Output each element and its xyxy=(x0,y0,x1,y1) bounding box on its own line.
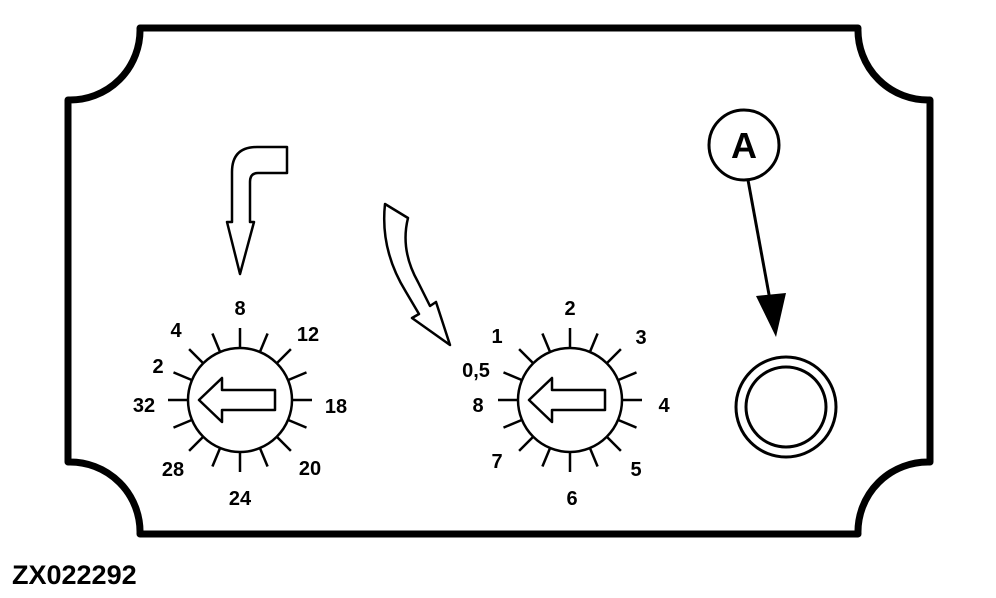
callout-a: A xyxy=(707,108,786,337)
left-dial[interactable]: 8 12 18 20 24 28 32 2 4 xyxy=(133,298,347,510)
right-dial-label: 2 xyxy=(564,298,575,320)
callout-leader-line xyxy=(746,179,772,301)
left-dial-arrow-icon xyxy=(197,376,277,424)
right-dial-label: 5 xyxy=(630,459,641,481)
left-dial-tick xyxy=(287,418,307,429)
callout-arrowhead-icon xyxy=(756,293,786,337)
left-dial-labels: 8 12 18 20 24 28 32 2 4 xyxy=(133,298,347,510)
right-dial-tick xyxy=(605,348,622,365)
right-dial-tick xyxy=(503,371,523,382)
callout-circle xyxy=(707,108,781,182)
left-dial-label: 24 xyxy=(229,488,252,510)
right-dial-label: 8 xyxy=(472,395,483,417)
right-dial-label: 3 xyxy=(635,327,646,349)
right-dial-ticks xyxy=(498,328,642,472)
left-dial-label: 2 xyxy=(152,356,163,378)
right-dial-tick xyxy=(588,333,599,353)
right-dial-tick xyxy=(541,447,552,467)
left-dial-tick xyxy=(211,447,222,467)
callout-label: A xyxy=(731,125,757,166)
right-dial-label: 7 xyxy=(491,451,502,473)
left-dial-label: 32 xyxy=(133,395,155,417)
right-dial[interactable]: 2 3 4 5 6 7 8 0,5 1 xyxy=(462,298,670,510)
left-dial-tick xyxy=(211,333,222,353)
left-dial-label: 18 xyxy=(325,396,347,418)
right-dial-labels: 2 3 4 5 6 7 8 0,5 1 xyxy=(462,298,670,510)
right-dial-tick xyxy=(617,371,637,382)
figure-id: ZX022292 xyxy=(12,560,137,590)
right-curved-arrow-icon xyxy=(382,202,452,347)
right-dial-label: 6 xyxy=(566,488,577,510)
right-dial-tick xyxy=(605,435,622,452)
left-dial-tick xyxy=(173,371,193,382)
right-dial-label: 0,5 xyxy=(462,360,490,382)
left-dial-label: 12 xyxy=(297,324,319,346)
left-dial-tick xyxy=(258,333,269,353)
left-dial-tick xyxy=(287,371,307,382)
left-dial-label: 8 xyxy=(234,298,245,320)
right-dial-tick xyxy=(503,418,523,429)
right-dial-tick xyxy=(617,418,637,429)
left-bent-arrow-icon xyxy=(225,145,289,276)
left-dial-tick xyxy=(188,435,205,452)
left-dial-ticks xyxy=(168,328,312,472)
left-dial-label: 4 xyxy=(170,320,182,342)
left-dial-tick xyxy=(173,418,193,429)
right-dial-tick xyxy=(518,435,535,452)
left-dial-tick xyxy=(275,435,292,452)
right-dial-label: 1 xyxy=(491,326,502,348)
right-dial-tick xyxy=(541,333,552,353)
right-dial-label: 4 xyxy=(658,395,670,417)
right-dial-arrow-icon xyxy=(527,376,607,424)
left-dial-label: 28 xyxy=(162,459,184,481)
right-dial-tick xyxy=(588,447,599,467)
round-button-inner-ring xyxy=(744,365,828,449)
left-dial-tick xyxy=(275,348,292,365)
left-dial-label: 20 xyxy=(299,458,321,480)
left-dial-tick xyxy=(258,447,269,467)
round-button[interactable] xyxy=(734,355,838,459)
left-dial-tick xyxy=(188,348,205,365)
right-dial-tick xyxy=(518,348,535,365)
